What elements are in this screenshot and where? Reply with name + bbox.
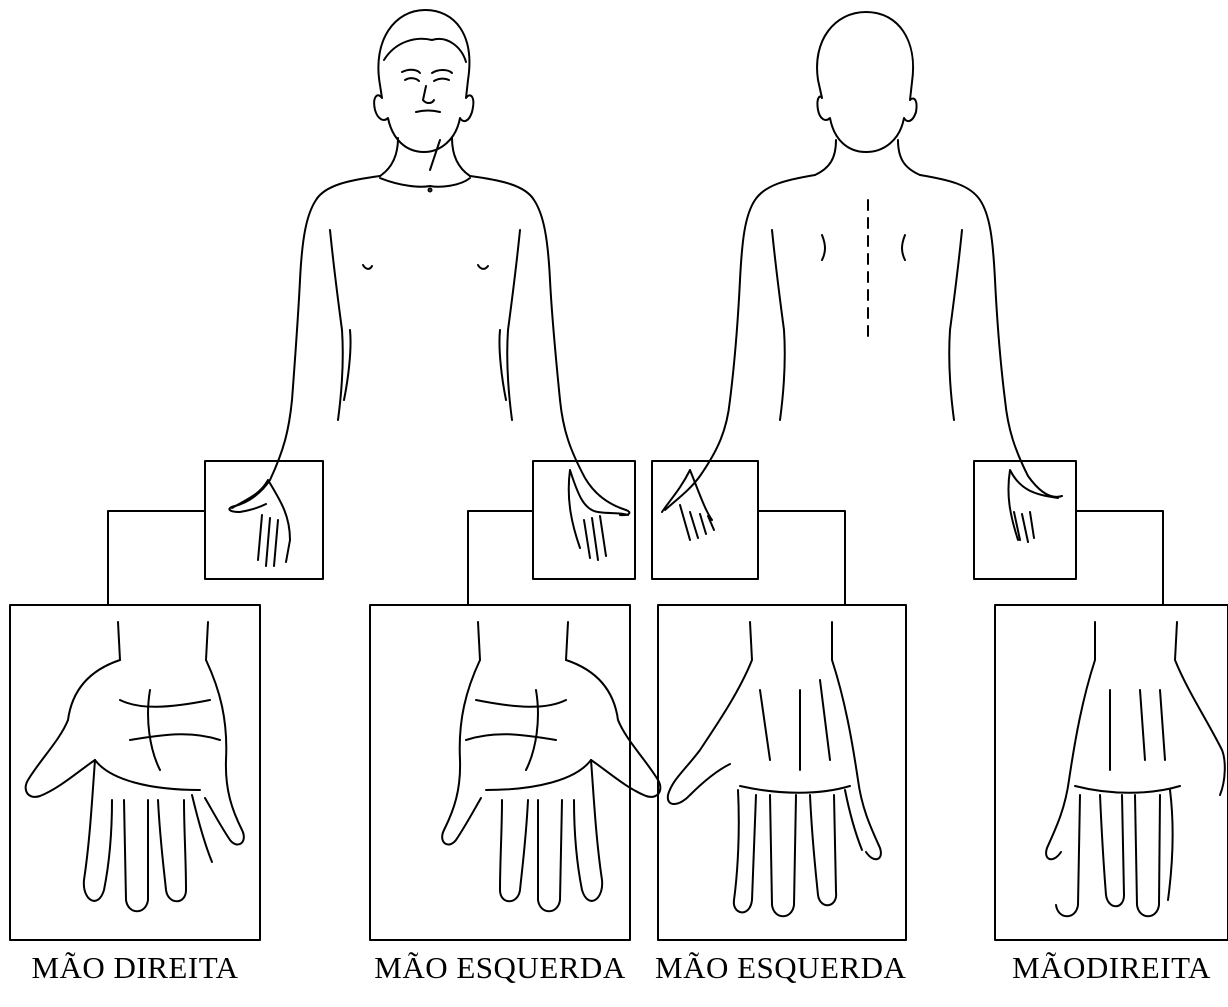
front-right-hand-box	[205, 461, 323, 579]
connector-1	[108, 511, 205, 605]
connector-2	[468, 511, 533, 605]
palm-drawing-right	[26, 622, 244, 911]
connector-3	[758, 511, 845, 605]
front-body-figure	[229, 10, 629, 515]
back-right-hand-box	[974, 461, 1076, 579]
back-hand-drawing-left	[668, 622, 881, 916]
connector-4	[1076, 511, 1163, 605]
label-front-right-hand: MÃO DIREITA	[10, 950, 260, 986]
label-front-left-hand: MÃO ESQUERDA	[370, 950, 630, 986]
back-left-hand-detail-box	[658, 605, 906, 940]
palm-drawing-left	[442, 622, 660, 911]
front-right-hand-detail-box	[10, 605, 260, 940]
back-left-hand-box	[652, 461, 758, 579]
back-hand-drawing-right	[1046, 622, 1225, 916]
back-body-figure	[665, 12, 1062, 510]
label-back-right-hand: MÃODIREITA	[995, 950, 1228, 986]
back-right-hand-detail-box	[995, 605, 1228, 940]
label-back-left-hand: MÃO ESQUERDA	[655, 950, 905, 986]
